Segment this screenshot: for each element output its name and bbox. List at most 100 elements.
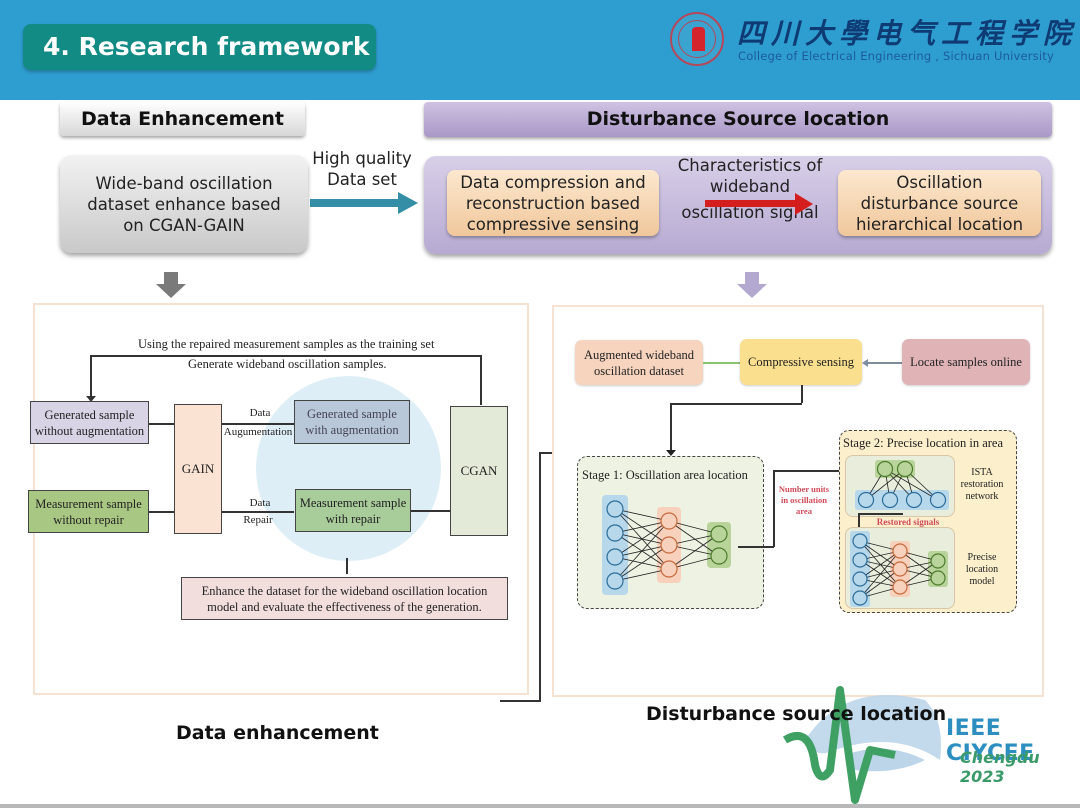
- nn-edge: [668, 520, 720, 557]
- data-enhancement-caption: Data enhancement: [176, 722, 379, 744]
- generated-sample-with-augmentation: Generated sample with augmentation: [294, 400, 410, 444]
- box-line: reconstruction based: [465, 193, 641, 213]
- nn-edge: [614, 520, 670, 558]
- box-line: Augmented wideband: [583, 347, 695, 362]
- box-line: with repair: [325, 511, 381, 526]
- nn-node: [660, 560, 678, 578]
- box-line: without augmentation: [34, 423, 145, 438]
- nn-edge: [614, 520, 670, 582]
- box-line: Generated sample: [307, 407, 397, 421]
- connector: [670, 403, 802, 405]
- box-line: with augmentation: [305, 423, 399, 437]
- data-aug-label-2: Augumentation: [223, 426, 293, 438]
- box-line: model and evaluate the effectiveness of …: [207, 599, 482, 614]
- nn-node: [892, 543, 908, 559]
- stage-1-title: Stage 1: Oscillation area location: [582, 468, 748, 482]
- hierarchical-location-box: Oscillation disturbance source hierarchi…: [838, 170, 1041, 236]
- ista-neural-network: [855, 460, 949, 510]
- connector: [411, 510, 450, 512]
- cgan-block: CGAN: [450, 406, 508, 536]
- locate-samples-online-box: Locate samples online: [902, 339, 1030, 385]
- nn-node: [852, 571, 868, 587]
- nn-edge: [614, 544, 670, 582]
- nn-edge: [668, 533, 720, 570]
- label-line: Precise: [967, 552, 997, 563]
- label-line: oscillation signal: [681, 203, 819, 222]
- data-repair-label-2: Repair: [243, 514, 273, 526]
- label-line: location: [965, 564, 999, 575]
- box-line: Generated sample: [44, 407, 135, 422]
- nn-node: [892, 561, 908, 577]
- connector: [670, 403, 672, 453]
- label-line: restoration: [960, 479, 1004, 490]
- label-line: High quality: [312, 149, 412, 168]
- nn-node: [881, 491, 899, 509]
- gray-down-arrow-icon: [156, 272, 186, 300]
- loop-caption-1: Using the repaired measurement samples a…: [138, 337, 435, 351]
- box-line: Measurement sample: [299, 495, 407, 510]
- nn-edge: [614, 568, 670, 582]
- conference-location: Chengdu 2023: [960, 748, 1040, 786]
- nn-edge: [899, 560, 939, 588]
- seal-ring: [678, 20, 716, 58]
- enhance-dataset-result-box: Enhance the dataset for the wideband osc…: [181, 577, 508, 620]
- nn-edge: [884, 468, 939, 501]
- nn-edge: [859, 568, 901, 599]
- nn-node: [930, 553, 946, 569]
- slide-header: 4. Research framework 四川大學电气工程学院 College…: [0, 0, 1080, 100]
- nn-node: [606, 548, 624, 566]
- slide-title: 4. Research framework: [23, 24, 376, 70]
- compressive-sensing-node: Compressive sensing: [740, 339, 862, 385]
- university-seal-icon: [670, 12, 724, 66]
- box-line: dataset enhance based: [87, 194, 281, 214]
- label-line: Number units: [778, 484, 830, 494]
- label-line: wideband: [709, 177, 791, 196]
- cgan-gain-box: Wide-band oscillation dataset enhance ba…: [60, 155, 308, 253]
- stage-2-title: Stage 2: Precise location in area: [843, 436, 1004, 450]
- nn-node: [876, 460, 894, 478]
- school-name-chinese: 四川大學电气工程学院: [737, 17, 1078, 50]
- cross-panel-connector: [500, 700, 541, 702]
- characteristics-label: Characteristics of wideband oscillation …: [666, 155, 834, 223]
- restored-signals-label: Restored signals: [876, 517, 940, 527]
- nn-edge: [614, 520, 670, 534]
- connector: [222, 423, 294, 425]
- label-line: area: [796, 506, 812, 516]
- loop-line-top: [90, 355, 481, 357]
- connector: [773, 470, 775, 547]
- nn-edge: [859, 559, 901, 588]
- box-line: disturbance source: [860, 193, 1019, 213]
- connector: [149, 423, 174, 425]
- label-line: Data set: [327, 170, 397, 189]
- precise-location-label: Precise location model: [957, 552, 1007, 588]
- nn-node: [606, 524, 624, 542]
- data-aug-label-1: Data: [249, 407, 271, 419]
- connector: [738, 546, 774, 548]
- data-repair-label-1: Data: [249, 497, 271, 509]
- label-line: model: [969, 576, 995, 587]
- nn-edge: [859, 540, 901, 588]
- connector: [801, 385, 803, 403]
- gain-block: GAIN: [174, 404, 222, 534]
- gray-connector: [866, 362, 902, 364]
- nn-edge: [859, 550, 901, 599]
- connector: [222, 511, 294, 513]
- input-layer-bg: [602, 495, 628, 595]
- stage-1-neural-network: [602, 495, 731, 595]
- box-line: Enhance the dataset for the wideband osc…: [201, 583, 488, 598]
- box-line: without repair: [53, 512, 124, 527]
- nn-node: [710, 525, 728, 543]
- nn-node: [660, 512, 678, 530]
- nn-node: [857, 491, 875, 509]
- nn-edge: [859, 540, 901, 570]
- nn-node: [606, 500, 624, 518]
- nn-node: [710, 547, 728, 565]
- box-line: Wide-band oscillation: [95, 173, 273, 193]
- nn-node: [660, 536, 678, 554]
- ista-label: ISTA restoration network: [957, 467, 1007, 503]
- disturbance-location-caption: Disturbance source location: [646, 703, 947, 725]
- box-line: hierarchical location: [855, 214, 1024, 234]
- nn-node: [929, 491, 947, 509]
